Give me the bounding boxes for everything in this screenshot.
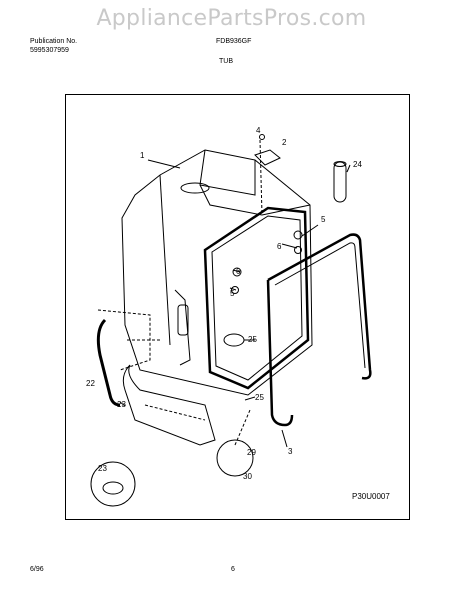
part-24-cylinder — [333, 161, 347, 203]
callout-3: 3 — [288, 447, 293, 456]
callout-23: 23 — [98, 464, 107, 473]
figure-code: P30U0007 — [352, 492, 390, 501]
callout-6: 6 — [236, 267, 241, 276]
callout-4: 4 — [256, 126, 261, 135]
callout-6: 6 — [277, 242, 282, 251]
callout-1: 1 — [140, 151, 145, 160]
callout-25: 25 — [248, 335, 257, 344]
tub-body — [121, 149, 313, 396]
publication-label: Publication No. — [30, 38, 78, 45]
callout-24: 24 — [353, 160, 362, 169]
part-25-knob — [223, 333, 245, 347]
publication-number: 5995307959 — [30, 47, 69, 54]
detail-circle-23 — [90, 461, 136, 507]
callout-22: 22 — [86, 379, 95, 388]
footer-date: 6/96 — [30, 566, 44, 573]
callout-30: 30 — [243, 472, 252, 481]
callout-29: 29 — [247, 448, 256, 457]
drain-hose — [96, 318, 121, 407]
gasket — [266, 233, 372, 427]
callout-5: 5 — [321, 215, 326, 224]
door-frame — [203, 206, 310, 390]
mounting-bracket — [254, 149, 281, 166]
watermark: AppliancePartsPros.com — [96, 6, 367, 31]
detail-circle-29-30 — [216, 439, 254, 477]
callout-5: 5 — [230, 289, 235, 298]
callout-23: 23 — [117, 400, 126, 409]
section-title: TUB — [219, 58, 233, 65]
diagram-frame — [65, 94, 410, 520]
callout-2: 2 — [282, 138, 287, 147]
footer-page: 6 — [231, 566, 235, 573]
callout-25: 25 — [255, 393, 264, 402]
model-number: FDB936GF — [216, 38, 252, 45]
